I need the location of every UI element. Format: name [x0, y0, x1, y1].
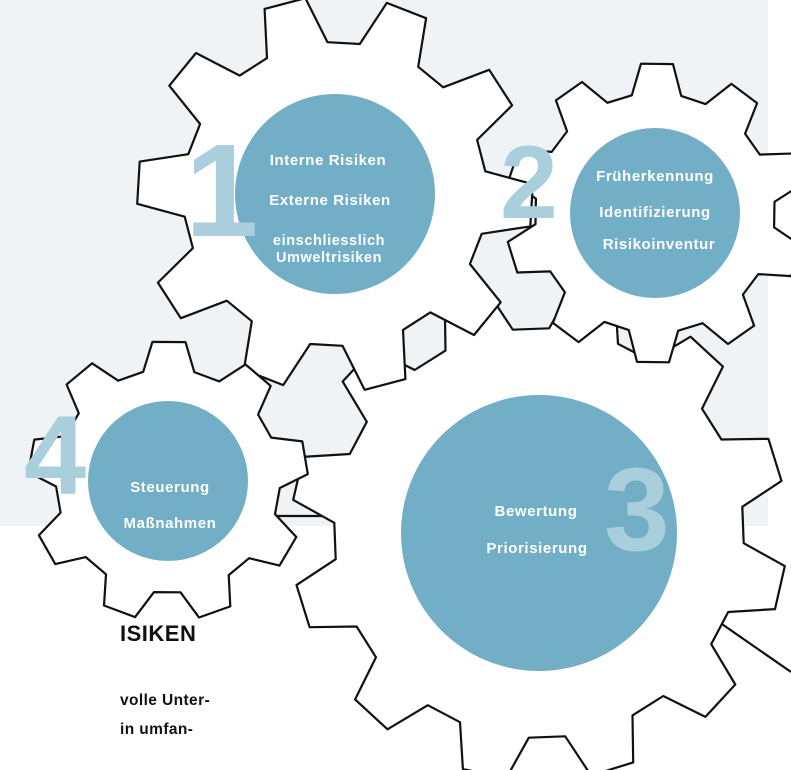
body-text-line-1: volle Unter-	[120, 692, 211, 709]
gear-1-label-3: einschliesslich	[273, 233, 385, 249]
gear-2-number: 2	[500, 125, 558, 241]
gear-4-label-2: Maßnahmen	[124, 515, 217, 532]
gear-2-label-2: Identifizierung	[599, 204, 711, 221]
gear-4-label-1: Steuerung	[130, 479, 210, 496]
gear-1-hub	[235, 94, 435, 294]
gear-2-label-1: Früherkennung	[596, 168, 714, 185]
section-heading: ISIKEN	[120, 621, 197, 646]
gear-1-number: 1	[185, 117, 258, 264]
body-text-line-2: in umfan-	[120, 721, 194, 738]
gear-1-label-1: Interne Risiken	[270, 152, 387, 169]
gear-3-label-1: Bewertung	[495, 503, 578, 520]
gear-1-label-4: Umweltrisiken	[276, 250, 382, 266]
gear-3-number: 3	[604, 444, 670, 576]
gear-2-hub	[570, 128, 740, 298]
gear-1-label-2: Externe Risiken	[269, 192, 391, 209]
gear-4-number: 4	[24, 393, 86, 518]
gear-3-label-2: Priorisierung	[486, 540, 587, 557]
gear-2-label-3: Risikoinventur	[603, 236, 716, 253]
gear-4-hub	[88, 401, 248, 561]
gear-3-hub	[401, 395, 677, 671]
